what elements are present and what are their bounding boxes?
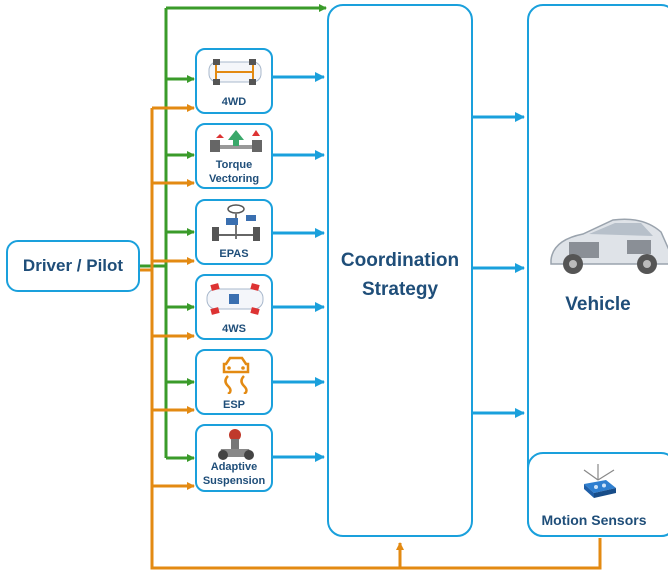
driver-pilot-label: Driver / Pilot [22,256,124,275]
system-box-torque-vectoring: Torque Vectoring [195,123,273,189]
system-box-epas: EPAS [195,199,273,265]
system-box-esp: ESP [195,349,273,415]
system-label: Adaptive Suspension [202,461,266,487]
system-label: ESP [222,399,245,411]
system-label: 4WD [221,96,247,108]
motion-sensors-box: Motion Sensors [527,452,668,537]
steering-column-icon [212,204,260,241]
suspension-icon [218,429,254,460]
system-box-adaptive-suspension: Adaptive Suspension [195,424,273,492]
actuator-output-wires [273,72,525,462]
system-box-4ws: 4WS [195,274,273,340]
coordination-strategy-label: Coordination Strategy [340,250,460,300]
system-box-4wd: 4WD [195,48,273,114]
driver-pilot-box: Driver / Pilot [6,240,140,292]
coordination-strategy-box: Coordination Strategy [327,4,473,537]
system-label: Torque Vectoring [208,159,260,185]
system-label: EPAS [219,248,249,260]
motion-sensors-label: Motion Sensors [541,512,647,528]
driver-command-wires [138,4,327,462]
esp-skid-icon [222,356,250,394]
four-wheel-steering-icon [206,283,264,315]
vehicle-label: Vehicle [565,294,631,315]
car-drivetrain-icon [208,59,262,85]
car-cutaway-icon [550,218,668,274]
sensor-feedback-wires [138,104,602,570]
motion-sensor-icon [583,464,616,498]
torque-vectoring-icon [210,130,262,152]
system-label: 4WS [222,323,246,335]
